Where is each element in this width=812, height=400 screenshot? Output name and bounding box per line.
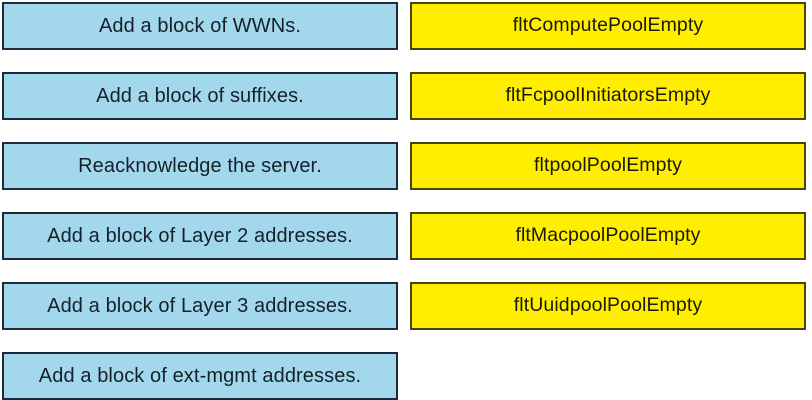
fault-box-4[interactable]: fltMacpoolPoolEmpty xyxy=(410,212,806,260)
action-box-5-label: Add a block of Layer 3 addresses. xyxy=(47,295,353,317)
action-box-1[interactable]: Add a block of WWNs. xyxy=(2,2,398,50)
action-box-3[interactable]: Reacknowledge the server. xyxy=(2,142,398,190)
action-box-2-label: Add a block of suffixes. xyxy=(96,85,304,107)
fault-box-4-label: fltMacpoolPoolEmpty xyxy=(515,224,701,247)
fault-box-5[interactable]: fltUuidpoolPoolEmpty xyxy=(410,282,806,330)
fault-box-1-label: fltComputePoolEmpty xyxy=(512,14,704,37)
action-box-2[interactable]: Add a block of suffixes. xyxy=(2,72,398,120)
fault-box-5-label: fltUuidpoolPoolEmpty xyxy=(513,294,703,317)
faults-column: fltComputePoolEmpty fltFcpoolInitiatorsE… xyxy=(410,0,808,400)
fault-box-1[interactable]: fltComputePoolEmpty xyxy=(410,2,806,50)
action-box-6-label: Add a block of ext-mgmt addresses. xyxy=(38,365,362,387)
action-box-4-label: Add a block of Layer 2 addresses. xyxy=(47,225,353,247)
action-box-5[interactable]: Add a block of Layer 3 addresses. xyxy=(2,282,398,330)
action-box-4[interactable]: Add a block of Layer 2 addresses. xyxy=(2,212,398,260)
action-box-3-label: Reacknowledge the server. xyxy=(78,155,322,177)
actions-column: Add a block of WWNs. Add a block of suff… xyxy=(2,0,400,400)
fault-box-2-label: fltFcpoolInitiatorsEmpty xyxy=(505,84,711,107)
fault-box-2[interactable]: fltFcpoolInitiatorsEmpty xyxy=(410,72,806,120)
action-box-6[interactable]: Add a block of ext-mgmt addresses. xyxy=(2,352,398,400)
fault-box-3-label: fltpoolPoolEmpty xyxy=(534,154,682,177)
fault-box-3[interactable]: fltpoolPoolEmpty xyxy=(410,142,806,190)
action-box-1-label: Add a block of WWNs. xyxy=(98,15,302,37)
